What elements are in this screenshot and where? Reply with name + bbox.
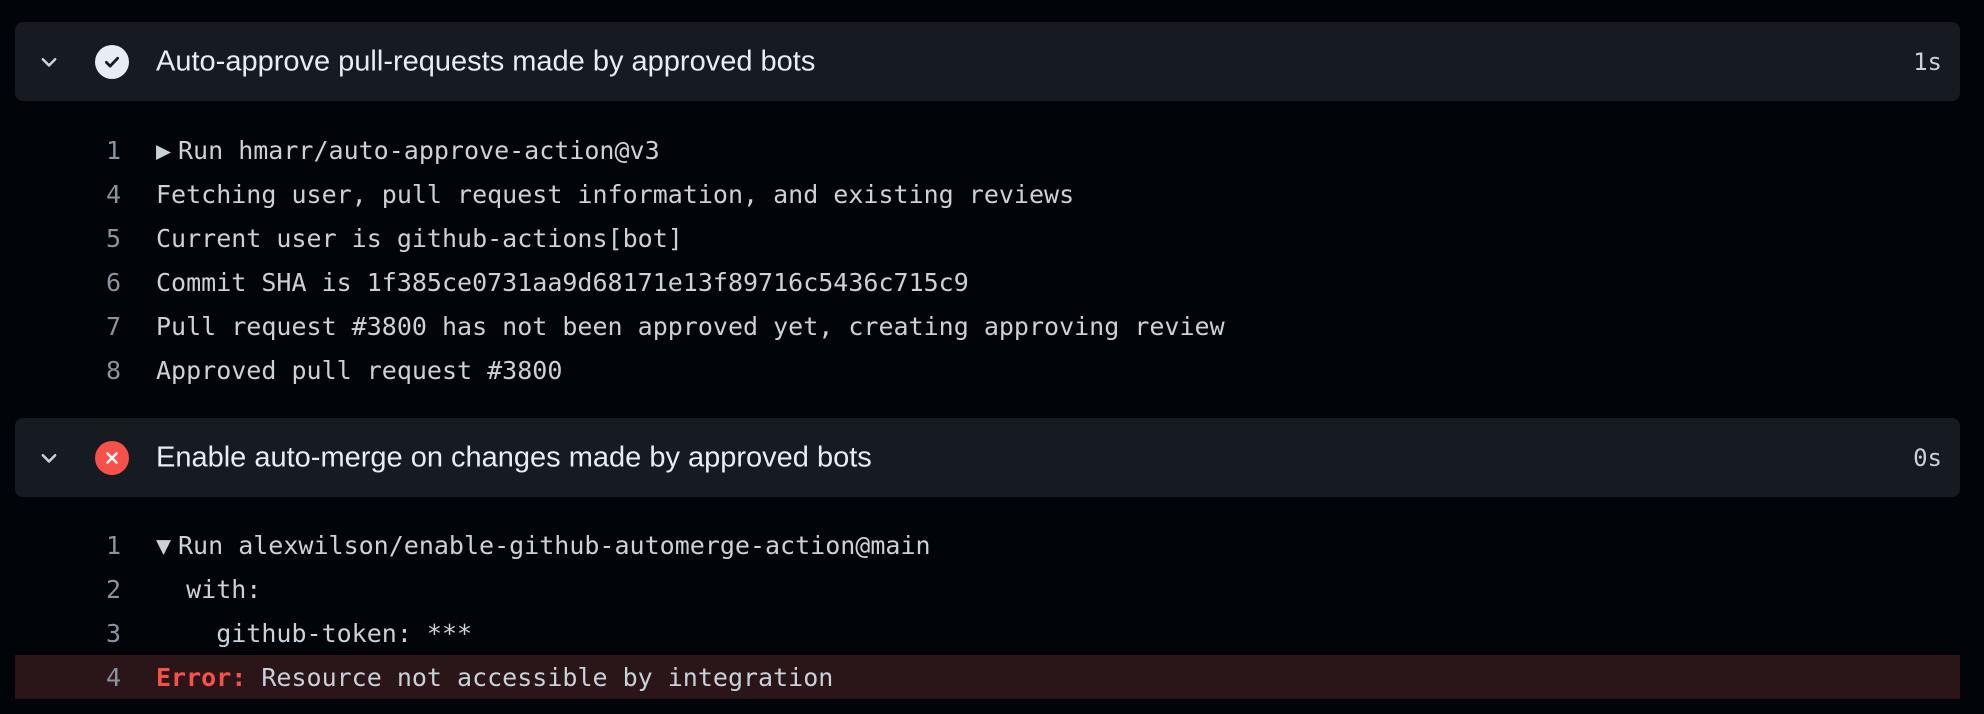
step-duration: 0s (1913, 443, 1942, 472)
step-header-auto-approve[interactable]: Auto-approve pull-requests made by appro… (15, 22, 1960, 101)
step-header-auto-merge[interactable]: Enable auto-merge on changes made by app… (15, 418, 1960, 497)
line-number: 4 (105, 662, 121, 692)
x-circle-icon (95, 440, 129, 475)
line-number: 6 (105, 267, 121, 297)
line-number: 1 (105, 135, 121, 165)
error-label: Error: (156, 662, 247, 692)
log-text: Run hmarr/auto-approve-action@v3 (178, 135, 660, 165)
log-line[interactable]: 1 ▼Run alexwilson/enable-github-automerg… (15, 523, 1960, 567)
log-line: 8 Approved pull request #3800 (15, 348, 1960, 392)
log-text: Approved pull request #3800 (156, 355, 563, 385)
log-text: with: (156, 574, 262, 604)
log-line: 2 with: (15, 567, 1960, 611)
log-line-error: 4 Error: Resource not accessible by inte… (15, 655, 1960, 699)
log-text: Commit SHA is 1f385ce0731aa9d68171e13f89… (156, 267, 969, 297)
log-line: 3 github-token: *** (15, 611, 1960, 655)
log-line: 7 Pull request #3800 has not been approv… (15, 304, 1960, 348)
log-text: github-token: *** (156, 618, 473, 648)
line-number: 5 (105, 223, 121, 253)
step-duration: 1s (1913, 47, 1942, 76)
log-text: Fetching user, pull request information,… (156, 179, 1075, 209)
line-number: 7 (105, 311, 121, 341)
log-text: Pull request #3800 has not been approved… (156, 311, 1225, 341)
line-number: 2 (105, 574, 121, 604)
collapse-caret-icon[interactable]: ▼ (156, 530, 172, 560)
log-line: 5 Current user is github-actions[bot] (15, 216, 1960, 260)
log-line: 6 Commit SHA is 1f385ce0731aa9d68171e13f… (15, 260, 1960, 304)
step-title: Auto-approve pull-requests made by appro… (156, 45, 816, 77)
check-circle-icon (95, 44, 129, 79)
chevron-down-icon[interactable] (37, 446, 61, 470)
line-number: 8 (105, 355, 121, 385)
line-number: 1 (105, 530, 121, 560)
line-number: 4 (105, 179, 121, 209)
step-log-auto-approve: 1 ▶Run hmarr/auto-approve-action@v3 4 Fe… (15, 128, 1960, 392)
log-line: 4 Fetching user, pull request informatio… (15, 172, 1960, 216)
log-text: Current user is github-actions[bot] (156, 223, 683, 253)
log-text: Run alexwilson/enable-github-automerge-a… (178, 530, 931, 560)
chevron-down-icon[interactable] (37, 50, 61, 74)
log-text: Resource not accessible by integration (246, 662, 834, 692)
expand-caret-icon[interactable]: ▶ (156, 135, 172, 165)
step-log-auto-merge: 1 ▼Run alexwilson/enable-github-automerg… (15, 523, 1960, 699)
step-title: Enable auto-merge on changes made by app… (156, 441, 872, 473)
line-number: 3 (105, 618, 121, 648)
log-line[interactable]: 1 ▶Run hmarr/auto-approve-action@v3 (15, 128, 1960, 172)
